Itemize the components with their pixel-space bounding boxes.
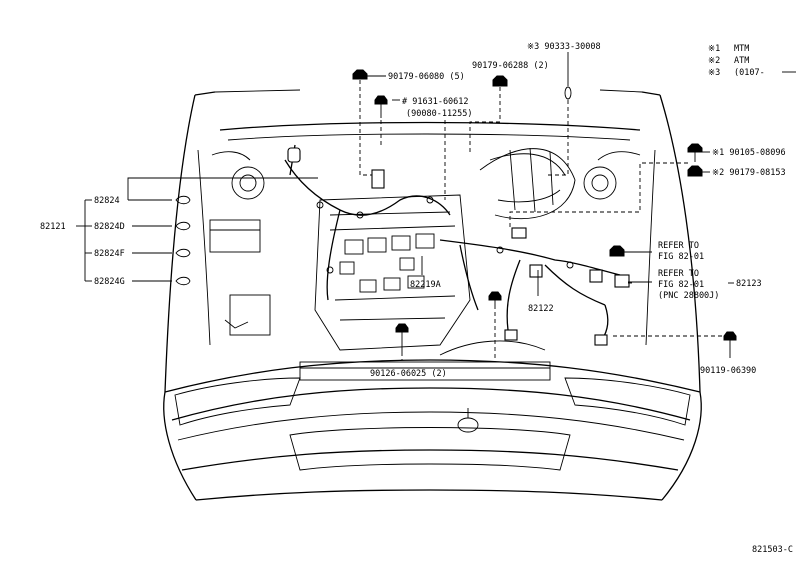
clamp-82824-icon — [175, 195, 191, 205]
illustration-code: 821503-C — [752, 545, 793, 555]
callout-refer-2: REFER TO FIG 82-01 (PNC 28800J) — [628, 269, 719, 301]
part-number-91631-60612[interactable]: # 91631-60612 — [402, 97, 469, 107]
legend: ※1 MTM ※2 ATM ※3 (0107- — [708, 44, 796, 78]
legend-mark-3: ※3 — [708, 68, 720, 78]
legend-text-3: (0107- — [734, 68, 765, 78]
refer2-fig-link[interactable]: FIG 82-01 — [658, 280, 704, 290]
part-number-82824[interactable]: 82824 — [94, 196, 120, 206]
part-number-82824D[interactable]: 82824D — [94, 222, 125, 232]
callout-91631-60612: # 91631-60612 (90080-11255) — [374, 95, 473, 200]
clamp-82824d-icon — [175, 221, 191, 231]
part-number-90333-30008[interactable]: ※3 90333-30008 — [527, 42, 601, 52]
callout-82122: 82122 — [528, 270, 554, 314]
callout-refer-1: REFER TO FIG 82-01 — [609, 241, 704, 262]
vehicle-body — [163, 89, 702, 501]
callout-90179-08153: ※2 90179-08153 — [509, 162, 786, 230]
part-number-90179-06288[interactable]: 90179-06288 (2) — [472, 61, 549, 71]
part-number-82219A[interactable]: 82219A — [410, 280, 441, 290]
callout-82123: 82123 — [628, 279, 762, 289]
refer1-fig-link[interactable]: FIG 82-01 — [658, 252, 704, 262]
callout-90105-08096: ※1 90105-08096 — [687, 143, 786, 162]
part-number-90080-11255[interactable]: (90080-11255) — [406, 109, 473, 119]
part-number-90179-08153[interactable]: ※2 90179-08153 — [712, 168, 786, 178]
legend-text-1: MTM — [734, 44, 749, 54]
legend-mark-2: ※2 — [708, 56, 720, 66]
part-number-90126-06025[interactable]: 90126-06025 (2) — [370, 369, 447, 379]
callout-90333-30008: ※3 90333-30008 — [527, 42, 601, 176]
clamp-82824g-icon — [175, 276, 191, 286]
legend-text-2: ATM — [734, 56, 749, 66]
engine-harness-illustration — [209, 144, 630, 356]
clamp-82824f-icon — [175, 248, 191, 258]
legend-mark-1: ※1 — [708, 44, 720, 54]
callout-clamp-group: 82121 82824 82824D 82824F 82824G — [40, 177, 318, 287]
part-number-82824G[interactable]: 82824G — [94, 277, 125, 287]
refer2-line1: REFER TO — [658, 269, 699, 279]
part-number-82824F[interactable]: 82824F — [94, 249, 125, 259]
callout-90179-06080: 90179-06080 (5) — [352, 69, 465, 176]
part-number-90119-06390[interactable]: 90119-06390 — [700, 366, 756, 376]
part-number-82122[interactable]: 82122 — [528, 304, 554, 314]
callout-82219A: 82219A — [410, 256, 441, 290]
refer2-pnc: (PNC 28800J) — [658, 291, 719, 301]
part-number-90105-08096[interactable]: ※1 90105-08096 — [712, 148, 786, 158]
part-number-90179-06080[interactable]: 90179-06080 (5) — [388, 72, 465, 82]
part-number-82121[interactable]: 82121 — [40, 222, 66, 232]
callout-90179-06288: 90179-06288 (2) — [469, 61, 549, 155]
refer1-line1: REFER TO — [658, 241, 699, 251]
callout-90126-06025: 90126-06025 (2) — [370, 291, 502, 379]
callout-90119-06390: 90119-06390 — [612, 331, 756, 376]
part-number-82123[interactable]: 82123 — [736, 279, 762, 289]
